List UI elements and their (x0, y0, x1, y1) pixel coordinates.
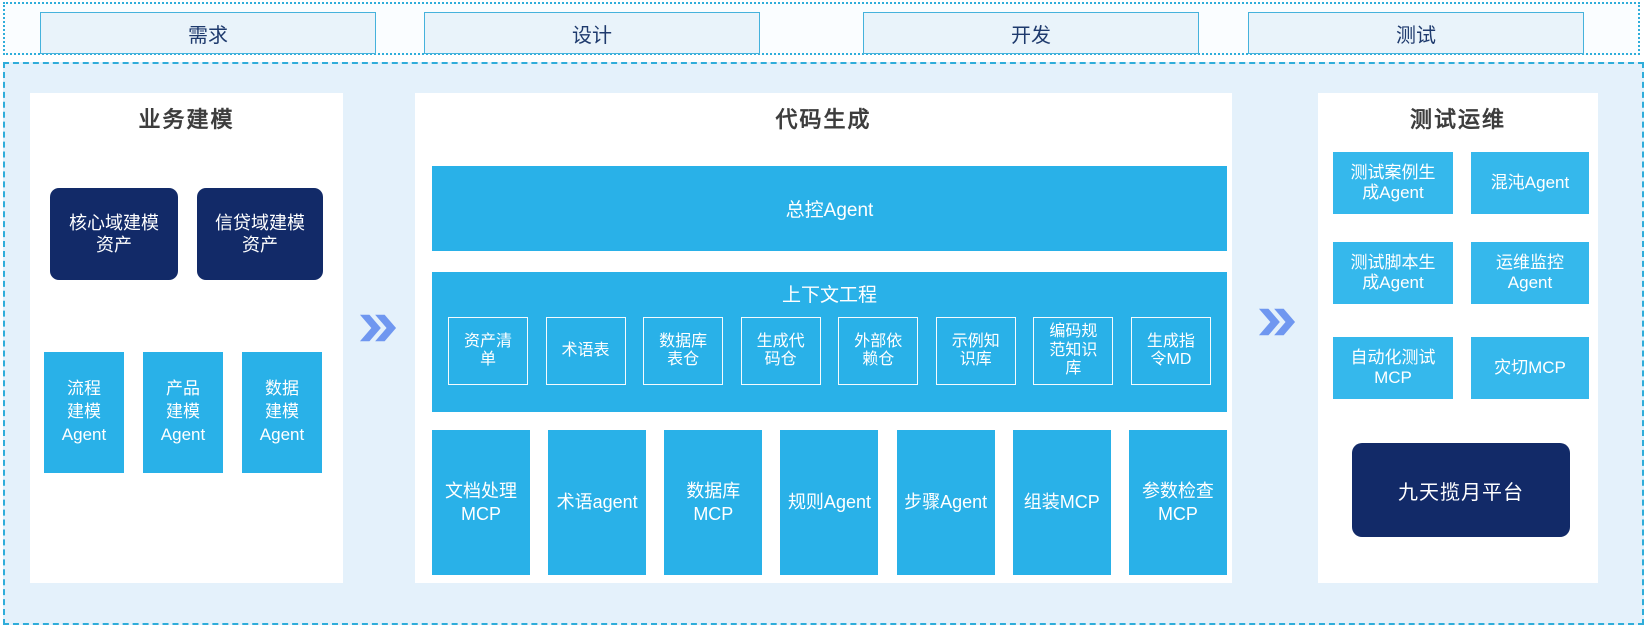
business-modeling-title: 业务建模 (138, 107, 235, 132)
phase-development: 开发 (863, 12, 1199, 54)
box-test-script-generation-agent: 测试脚本生 成Agent (1333, 242, 1453, 304)
box-database-table-repo: 数据库 表仓 (643, 317, 724, 385)
panel-code-generation: 代码生成 总控Agent 上下文工程 资产清 单 术语表 数据库 表仓 生成代 … (415, 93, 1232, 583)
tool-box-row: 文档处理 MCP 术语agent 数据库 MCP 规则Agent 步骤Agent… (432, 430, 1227, 575)
box-jiutian-lanyue-platform: 九天揽月平台 (1352, 443, 1570, 537)
context-engineering-section: 上下文工程 资产清 单 术语表 数据库 表仓 生成代 码仓 外部依 赖仓 示例知… (432, 272, 1227, 412)
box-coding-standard-knowledge-base: 编码规 范知识 库 (1033, 317, 1114, 385)
phase-testing: 测试 (1248, 12, 1584, 54)
box-parameter-check-mcp: 参数检查 MCP (1128, 430, 1227, 575)
box-generate-instruction-md: 生成指 令MD (1130, 317, 1211, 385)
phase-header-strip: 需求 设计 开发 测试 (3, 2, 1640, 55)
box-step-agent: 步骤Agent (896, 430, 995, 575)
box-assembly-mcp: 组装MCP (1012, 430, 1111, 575)
box-process-modeling-agent: 流程 建模 Agent (44, 352, 124, 473)
double-chevron-icon (359, 314, 397, 342)
box-core-domain-modeling-assets: 核心域建模 资产 (50, 188, 178, 280)
box-master-control-agent: 总控Agent (432, 166, 1227, 251)
box-example-knowledge-base: 示例知 识库 (935, 317, 1016, 385)
box-test-case-generation-agent: 测试案例生 成Agent (1333, 152, 1453, 214)
test-ops-title: 测试运维 (1409, 107, 1506, 132)
phase-design: 设计 (424, 12, 760, 54)
box-product-modeling-agent: 产品 建模 Agent (143, 352, 223, 473)
phase-requirements: 需求 (40, 12, 376, 54)
double-chevron-icon (1258, 308, 1296, 336)
box-asset-list: 资产清 单 (448, 317, 528, 385)
box-glossary: 术语表 (545, 317, 626, 385)
context-box-row: 资产清 单 术语表 数据库 表仓 生成代 码仓 外部依 赖仓 示例知 识库 编码… (432, 317, 1227, 385)
box-term-agent: 术语agent (548, 430, 647, 575)
box-document-processing-mcp: 文档处理 MCP (432, 430, 530, 575)
box-ops-monitoring-agent: 运维监控 Agent (1471, 242, 1589, 304)
box-automated-test-mcp: 自动化测试 MCP (1333, 337, 1453, 399)
panel-test-ops: 测试运维 测试案例生 成Agent 混沌Agent 测试脚本生 成Agent 运… (1318, 93, 1598, 583)
box-disaster-switch-mcp: 灾切MCP (1471, 337, 1589, 399)
box-credit-domain-modeling-assets: 信贷域建模 资产 (197, 188, 323, 280)
panel-business-modeling: 业务建模 核心域建模 资产 信贷域建模 资产 流程 建模 Agent 产品 建模… (30, 93, 343, 583)
code-generation-title: 代码生成 (775, 107, 872, 132)
box-database-mcp: 数据库 MCP (664, 430, 763, 575)
context-engineering-title: 上下文工程 (781, 285, 877, 306)
box-rule-agent: 规则Agent (780, 430, 879, 575)
box-external-dependency-repo: 外部依 赖仓 (838, 317, 919, 385)
box-generated-code-repo: 生成代 码仓 (740, 317, 821, 385)
box-data-modeling-agent: 数据 建模 Agent (242, 352, 322, 473)
box-chaos-agent: 混沌Agent (1471, 152, 1589, 214)
